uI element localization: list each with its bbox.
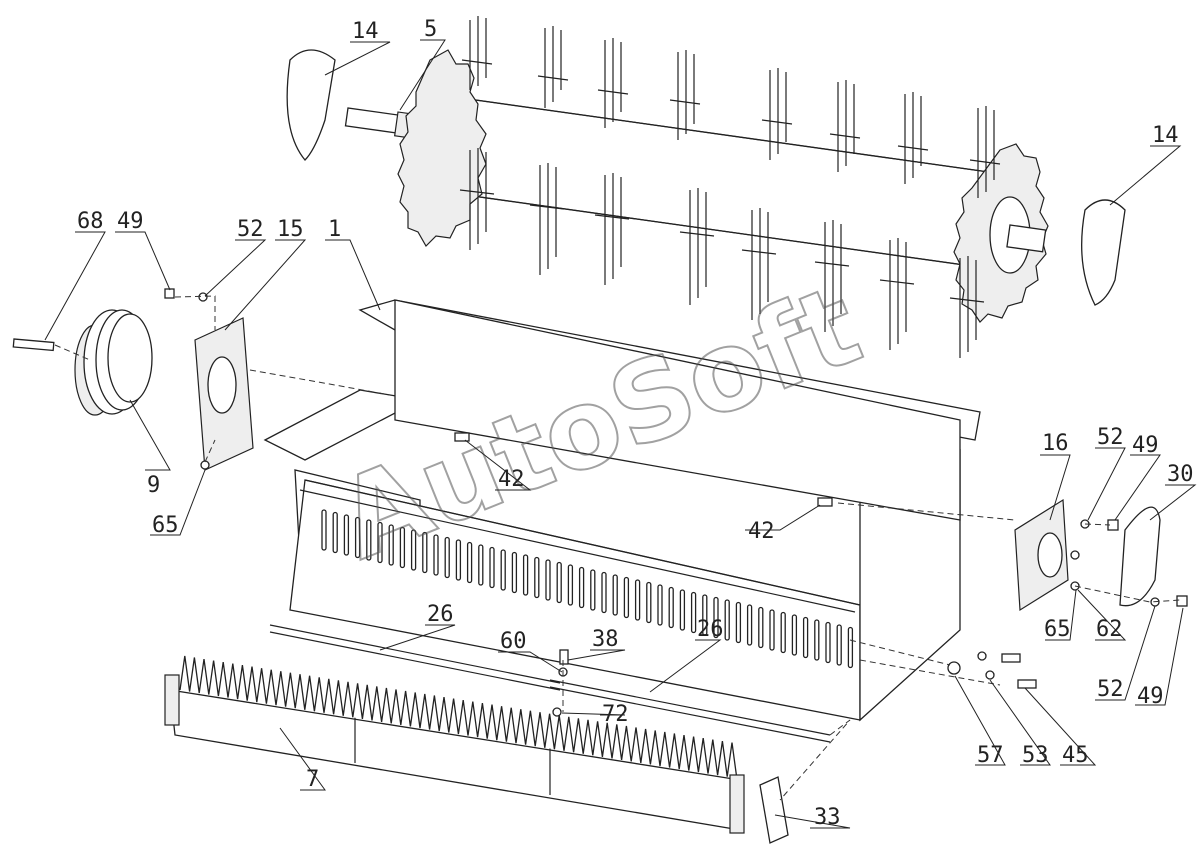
callout-33: 33 (814, 805, 841, 830)
callout-53: 53 (1022, 743, 1049, 768)
callout-labels: 14 5 68 49 52 15 1 14 9 65 42 42 16 52 4… (77, 17, 1194, 830)
callout-14: 14 (352, 19, 379, 44)
callout-52: 52 (1097, 677, 1124, 702)
callout-68: 68 (77, 209, 104, 234)
callout-49: 49 (1137, 684, 1164, 709)
callout-72: 72 (602, 702, 629, 727)
rotor-assembly (344, 16, 1049, 358)
assembly-lines (54, 295, 1181, 801)
side-plate (759, 776, 789, 844)
callout-5: 5 (424, 17, 437, 42)
callout-65: 65 (152, 513, 179, 538)
callout-52: 52 (237, 217, 264, 242)
callout-45: 45 (1062, 743, 1089, 768)
callout-26: 26 (427, 602, 454, 627)
knife-bar (164, 655, 745, 834)
housing-slots (321, 509, 854, 669)
callout-1: 1 (328, 217, 341, 242)
callout-52: 52 (1097, 425, 1124, 450)
callout-26: 26 (697, 617, 724, 642)
guard-right (1081, 199, 1126, 306)
callout-38: 38 (592, 627, 619, 652)
pulley (74, 309, 153, 416)
bearing-plate-right (1014, 498, 1069, 612)
callout-30: 30 (1167, 462, 1194, 487)
callout-14: 14 (1152, 123, 1179, 148)
callout-9: 9 (147, 473, 160, 498)
callout-49: 49 (117, 209, 144, 234)
callout-7: 7 (306, 767, 319, 792)
callout-15: 15 (277, 217, 304, 242)
callout-leaders (44, 39, 1197, 829)
callout-42: 42 (748, 519, 775, 544)
pin (12, 338, 55, 352)
callout-65: 65 (1044, 617, 1071, 642)
callout-60: 60 (500, 629, 527, 654)
cover-plate (1119, 506, 1161, 607)
callout-57: 57 (977, 743, 1004, 768)
tooth-strip (269, 624, 831, 743)
guard-left (286, 49, 336, 161)
callout-42: 42 (498, 467, 525, 492)
bearing-plate-left (194, 317, 254, 471)
callout-16: 16 (1042, 431, 1069, 456)
housing (263, 299, 981, 722)
callout-62: 62 (1096, 617, 1123, 642)
callout-49: 49 (1132, 433, 1159, 458)
